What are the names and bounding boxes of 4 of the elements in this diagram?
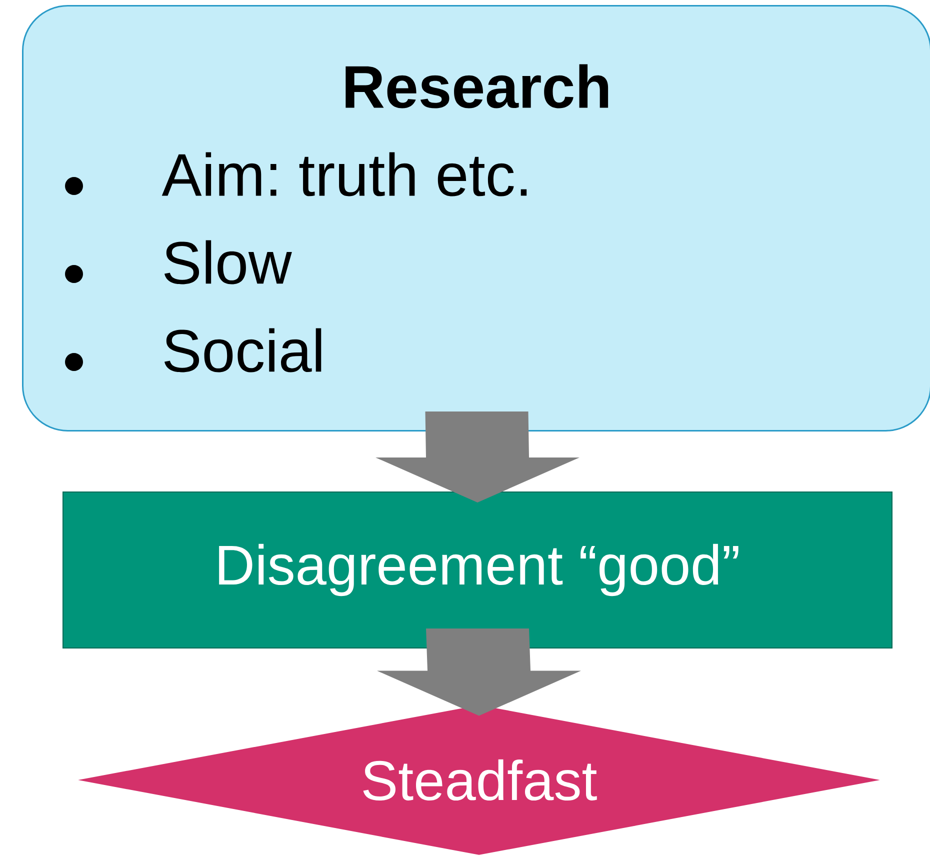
arrow bbox=[377, 628, 581, 716]
arrow bbox=[376, 412, 580, 502]
bulleted-box: Research Aim: truth etc. Slow Social bbox=[22, 5, 930, 432]
process-box: Disagreement “good” bbox=[62, 492, 892, 648]
